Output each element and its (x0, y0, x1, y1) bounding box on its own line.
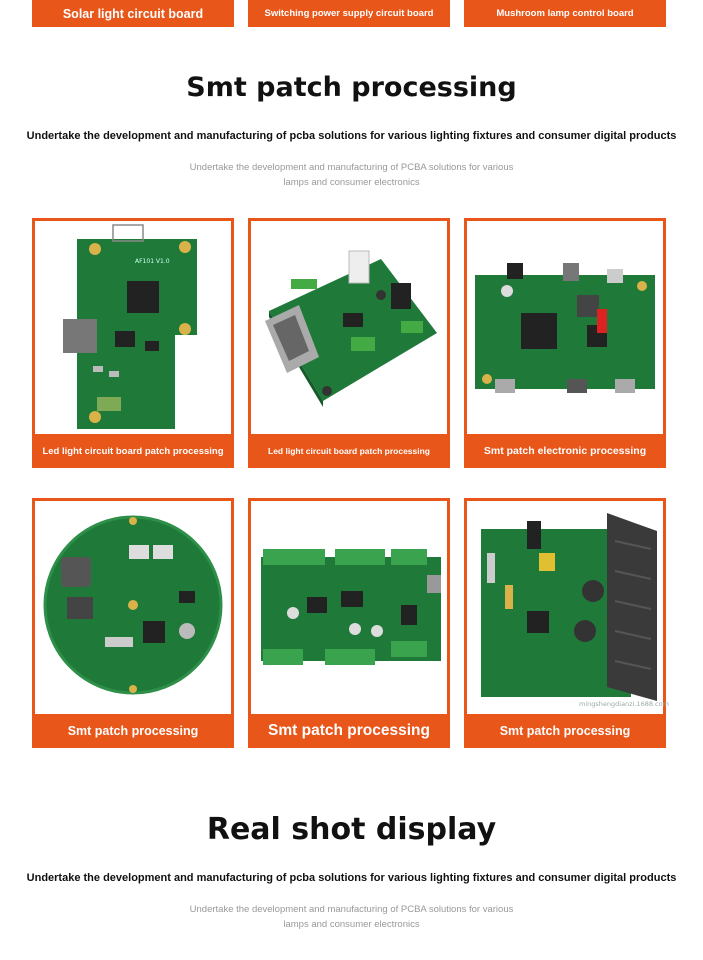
product-caption: Smt patch processing (499, 724, 631, 738)
description-line-2: lamps and consumer electronics (283, 177, 420, 188)
product-card[interactable]: Smt patch electronic processing (464, 218, 666, 468)
section-description-real-shot: Undertake the development and manufactur… (0, 902, 703, 932)
image-watermark: mingshengdianzi.1688.com (579, 700, 669, 708)
pcb-image (467, 221, 663, 434)
section-description-smt: Undertake the development and manufactur… (0, 160, 703, 190)
pcb-image (251, 221, 447, 434)
description-line-2: lamps and consumer electronics (283, 919, 420, 930)
product-card[interactable]: Led light circuit board patch processing (248, 218, 450, 468)
product-caption: Led light circuit board patch processing (268, 446, 430, 456)
description-line-1: Undertake the development and manufactur… (189, 162, 514, 173)
pcb-image: AF101 V1.0 (35, 221, 231, 434)
section-subtitle-real-shot: Undertake the development and manufactur… (26, 872, 677, 884)
pcb-silkscreen: AF101 V1.0 (135, 258, 170, 265)
category-mushroom-lamp[interactable]: Mushroom lamp control board (464, 0, 666, 27)
description-line-1: Undertake the development and manufactur… (189, 904, 514, 915)
section-title-smt: Smt patch processing (186, 72, 517, 103)
product-card[interactable]: AF101 V1.0 Led light circuit board patch… (32, 218, 234, 468)
product-card[interactable]: mingshengdianzi.1688.com Smt patch proce… (464, 498, 669, 748)
section-subtitle-smt: Undertake the development and manufactur… (26, 130, 677, 142)
pcb-image (35, 501, 231, 714)
pcb-image: mingshengdianzi.1688.com (467, 501, 669, 714)
product-caption: Smt patch processing (268, 722, 430, 739)
product-card[interactable]: Smt patch processing (248, 498, 450, 748)
product-card[interactable]: Smt patch processing (32, 498, 234, 748)
product-caption: Smt patch electronic processing (483, 445, 647, 457)
category-switching-power[interactable]: Switching power supply circuit board (248, 0, 450, 27)
product-caption: Smt patch processing (67, 724, 199, 738)
pcb-image (251, 501, 447, 714)
product-caption: Led light circuit board patch processing (42, 445, 224, 457)
section-title-real-shot: Real shot display (206, 812, 497, 847)
category-strip: Solar light circuit board Switching powe… (0, 0, 703, 28)
category-solar-light[interactable]: Solar light circuit board (32, 0, 234, 27)
